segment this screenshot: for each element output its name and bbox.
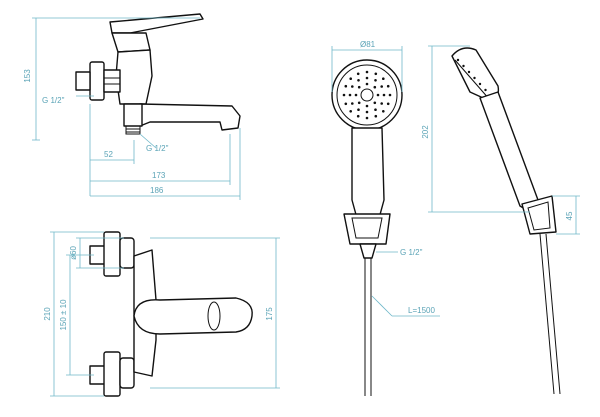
- nozzle-dot: [344, 84, 348, 88]
- nozzle-dot: [374, 114, 378, 118]
- bath-spout: [139, 103, 241, 131]
- dim-210-label: 210: [43, 307, 52, 321]
- front-lever: [133, 297, 253, 335]
- nozzle-dot: [349, 77, 353, 80]
- thread-inlet-label: G 1/2": [42, 96, 65, 105]
- nozzle-dot: [374, 108, 377, 111]
- bottom-nut: [103, 351, 121, 397]
- nozzle-dot: [365, 82, 369, 86]
- faucet-body: [115, 49, 153, 105]
- shower-handle: [351, 127, 385, 223]
- eccentric-union: [103, 69, 121, 93]
- top-nut: [103, 231, 121, 277]
- nozzle-dot: [357, 79, 360, 82]
- side-view-dimensions: 153 G 1/2" G 1/2" 52 173 186: [23, 17, 241, 200]
- side-hose-left: [539, 233, 555, 395]
- nozzle-dot: [382, 110, 385, 113]
- side-nozzle-dot: [473, 76, 476, 80]
- side-nozzle-dot: [478, 82, 482, 86]
- shower-head-face: [336, 64, 398, 126]
- nozzle-pattern: [342, 70, 392, 120]
- nozzle-dot: [357, 85, 361, 89]
- top-rosette: [119, 237, 135, 269]
- nozzle-dot: [356, 114, 360, 118]
- side-nozzles: [456, 58, 487, 92]
- hand-shower-side-dimensions: 202 45: [421, 45, 580, 235]
- nozzle-dot: [386, 84, 390, 88]
- shower-outlet: [123, 103, 143, 127]
- nozzle-dot: [351, 85, 354, 88]
- bottom-rosette: [119, 357, 135, 389]
- nozzle-dot: [365, 116, 369, 120]
- nozzle-dot: [356, 72, 360, 76]
- nozzle-dot: [373, 101, 377, 105]
- shower-head-center: [360, 88, 374, 102]
- hand-shower-front-dimensions: Ø81 G 1/2" L=1500: [331, 40, 440, 317]
- side-nozzle-dot: [484, 88, 487, 92]
- hand-shower-front: [331, 59, 403, 396]
- nozzle-dot: [382, 77, 385, 80]
- shower-outlet-thread: [125, 125, 141, 135]
- nozzle-dot: [365, 110, 369, 114]
- shower-head: [331, 59, 403, 131]
- dim-52-label: 52: [104, 150, 113, 159]
- nozzle-dot: [373, 85, 377, 89]
- wall-pipe: [75, 71, 91, 91]
- side-handle: [479, 91, 539, 213]
- thread-outlet-label: G 1/2": [146, 144, 169, 153]
- side-holder: [521, 195, 557, 235]
- nozzle-dot: [374, 79, 377, 82]
- hose-length-label: L=1500: [408, 306, 435, 315]
- hand-shower-side: [451, 47, 561, 395]
- dim-153-label: 153: [23, 69, 32, 83]
- faucet-lever: [109, 13, 204, 34]
- nozzle-dot: [365, 76, 369, 80]
- holder-45-label: 45: [565, 211, 574, 220]
- nozzle-dot: [348, 93, 352, 97]
- nozzle-dot: [365, 70, 369, 74]
- nozzle-dot: [351, 102, 354, 105]
- dim-150-label: 150 ± 10: [59, 299, 68, 331]
- front-view-faucet: [89, 231, 253, 397]
- side-nozzle-dot: [467, 70, 471, 74]
- nozzle-dot: [376, 93, 380, 97]
- shower-thread-label: G 1/2": [400, 248, 423, 257]
- side-head-face: [454, 59, 491, 101]
- wall-nut: [89, 61, 105, 101]
- length-202-label: 202: [421, 125, 430, 139]
- dim-173-label: 173: [152, 171, 166, 180]
- nozzle-dot: [382, 93, 386, 97]
- nozzle-dot: [357, 101, 361, 105]
- nozzle-dot: [357, 108, 360, 111]
- nozzle-dot: [380, 85, 384, 88]
- head-diameter-label: Ø81: [360, 40, 376, 49]
- nozzle-dot: [365, 104, 369, 108]
- side-nozzle-dot: [462, 64, 465, 68]
- nozzle-dot: [388, 93, 392, 97]
- side-nozzle-dot: [456, 58, 460, 62]
- dim-186-label: 186: [150, 186, 164, 195]
- front-view-dimensions: ø60 150 ± 10 210 175: [43, 231, 280, 397]
- nozzle-dot: [342, 93, 346, 97]
- side-hose-right: [545, 233, 561, 395]
- dim-175-label: 175: [265, 307, 274, 321]
- dim-60-label: ø60: [69, 246, 78, 260]
- nozzle-dot: [374, 72, 378, 76]
- nozzle-dot: [349, 110, 353, 113]
- side-view-faucet: [75, 13, 241, 135]
- nozzle-dot: [380, 102, 384, 105]
- nozzle-dot: [354, 93, 358, 97]
- front-lever-end: [207, 301, 221, 331]
- nozzle-dot: [386, 102, 390, 106]
- nozzle-dot: [344, 102, 348, 106]
- faucet-cartridge: [111, 32, 151, 53]
- shower-cone: [359, 243, 377, 259]
